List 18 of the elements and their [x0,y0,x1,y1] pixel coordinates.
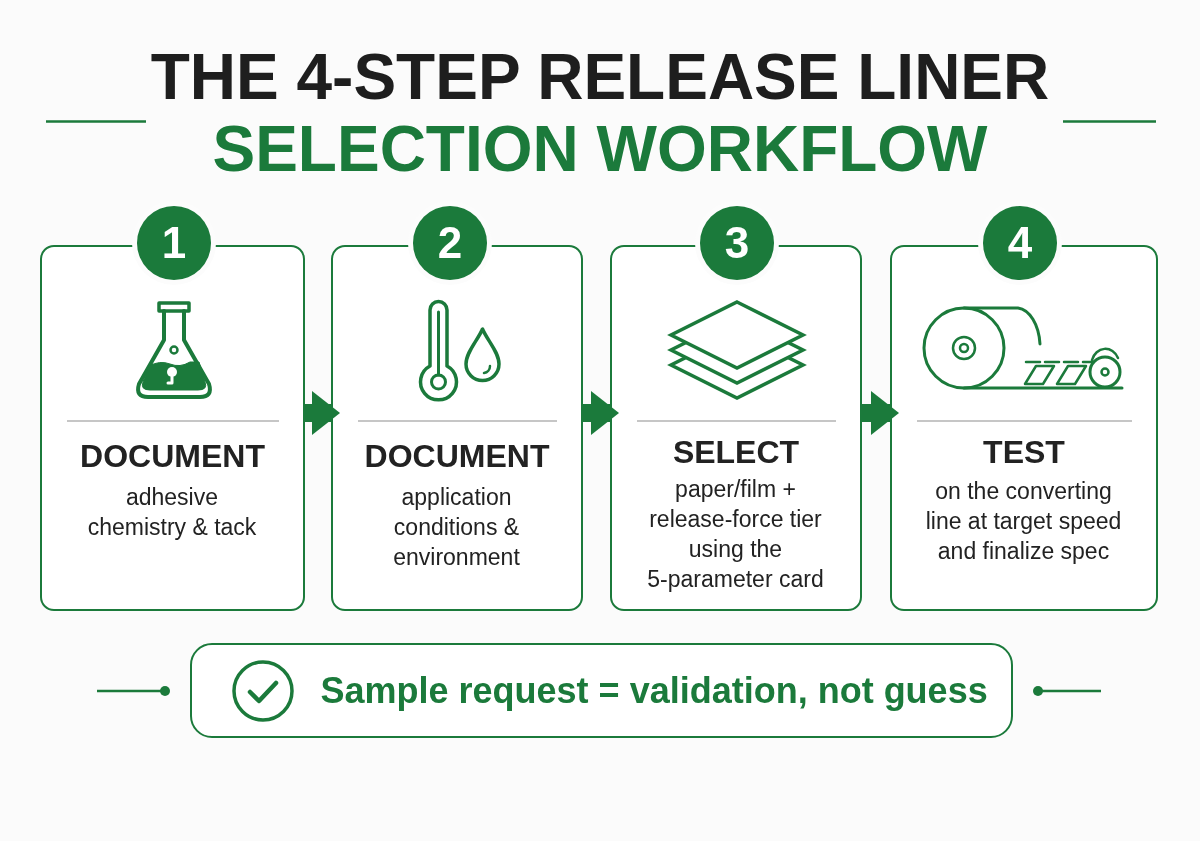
step-description: on the converting line at target speed and finalize spec [924,476,1123,566]
arrow [862,391,899,435]
step-number: 4 [1007,219,1033,267]
callout-banner [190,643,1013,738]
step-description: adhesive chemistry & tack [86,482,258,542]
step-number: 1 [161,219,187,267]
step-number: 3 [724,219,750,267]
step-description: paper/film + release-force tier using the 5-parameter card [646,474,825,594]
step-description: application conditions & environment [392,482,521,572]
step-number: 2 [437,219,463,267]
arrow [305,391,340,435]
step-heading: DOCUMENT [80,437,265,474]
step-heading: DOCUMENT [364,437,550,474]
step-heading: TEST [983,433,1065,470]
title: THE 4-STEP RELEASE LINER SELECTION WORKFLOW [149,41,1051,185]
step-heading: SELECT [672,433,800,470]
banner-text: Sample request = validation, not guess [320,668,988,713]
arrow [583,391,619,435]
